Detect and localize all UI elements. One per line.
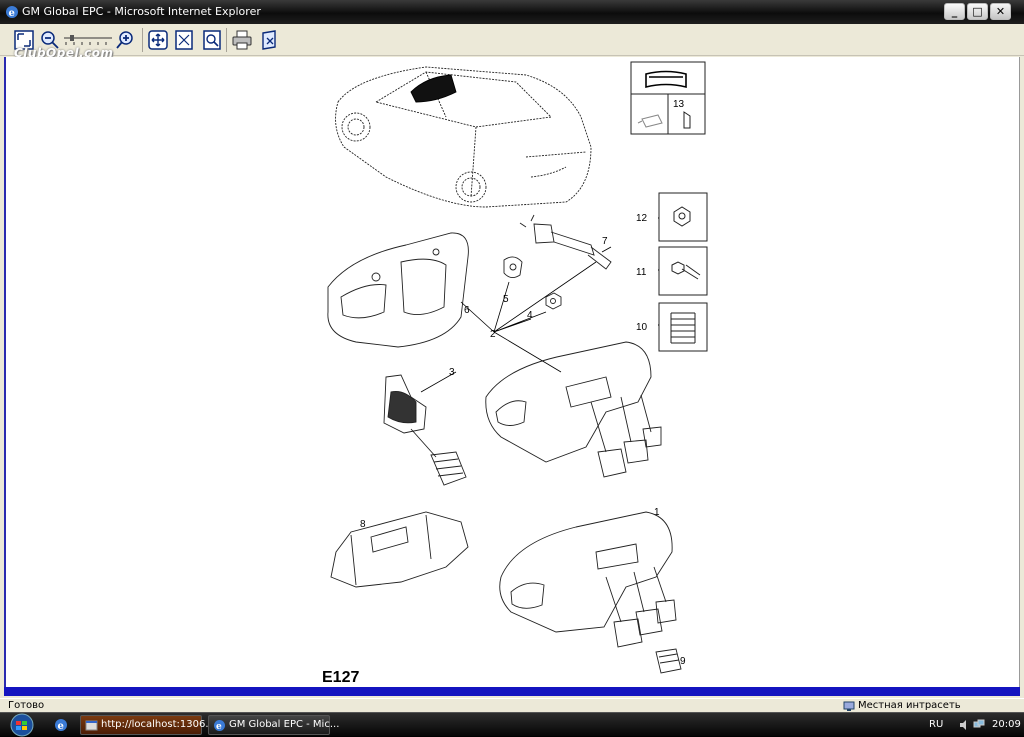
part-7-sensor <box>519 214 612 270</box>
zoom-out-icon[interactable] <box>38 28 62 52</box>
print-icon[interactable] <box>230 28 254 52</box>
callout-6: 6 <box>464 305 470 316</box>
page-divider <box>4 687 1020 696</box>
watermark: ClubOpel.com <box>14 46 114 60</box>
language-indicator[interactable]: RU <box>929 719 944 730</box>
taskbar-item-label: GM Global EPC - Mic... <box>229 719 340 730</box>
title-bar[interactable]: e GM Global EPC - Microsoft Internet Exp… <box>0 0 1024 24</box>
select-area-icon[interactable] <box>172 28 196 52</box>
toolbar-separator <box>142 28 143 52</box>
parts-diagram: 1 2 3 4 5 6 7 8 9 10 11 12 13 E127 <box>322 61 708 686</box>
part-10-box <box>658 302 708 352</box>
callout-10: 10 <box>636 322 648 333</box>
status-text: Готово <box>8 700 45 711</box>
taskbar: e http://localhost:1306... e GM Global E… <box>0 712 1024 737</box>
window-title: GM Global EPC - Microsoft Internet Explo… <box>22 5 261 18</box>
clock[interactable]: 20:09 <box>992 719 1021 730</box>
callout-5: 5 <box>503 294 509 305</box>
minimize-button[interactable]: _ <box>944 3 965 20</box>
browser-task-icon <box>85 720 98 731</box>
symbol-box <box>630 61 706 135</box>
callout-2: 2 <box>490 329 496 340</box>
part-6-panel <box>327 232 469 348</box>
taskbar-item-epc[interactable]: e GM Global EPC - Mic... <box>208 715 339 735</box>
taskbar-item-localhost[interactable]: http://localhost:1306... <box>80 715 215 735</box>
status-bar: Готово Местная интрасеть <box>0 698 1024 712</box>
part-4-nut <box>545 292 562 310</box>
ie-task-icon: e <box>214 720 225 732</box>
zoom-slider[interactable] <box>62 34 114 48</box>
part-1-pedal-assembly <box>499 511 677 648</box>
callout-1: 1 <box>654 507 660 518</box>
pan-icon[interactable] <box>146 28 170 52</box>
toolbar-separator <box>226 28 227 52</box>
browser-window: e GM Global EPC - Microsoft Internet Exp… <box>0 0 1024 712</box>
callouts: 1 2 3 4 5 6 7 8 9 10 11 12 13 <box>360 99 686 667</box>
close-button[interactable]: ✕ <box>990 3 1011 20</box>
callout-8: 8 <box>360 519 366 530</box>
part-3-accelerator <box>383 374 467 486</box>
maximize-button[interactable]: □ <box>967 3 988 20</box>
security-zone: Местная интрасеть <box>858 700 961 711</box>
start-button[interactable] <box>4 713 40 737</box>
network-icon[interactable] <box>973 719 985 731</box>
ie-icon: e <box>6 6 18 19</box>
part-12-box <box>658 192 708 242</box>
svg-text:e: e <box>216 722 222 732</box>
speaker-icon[interactable] <box>958 719 970 731</box>
callout-3: 3 <box>449 367 455 378</box>
part-2-pedal-assembly <box>485 341 662 478</box>
part-8-insulator <box>330 511 469 588</box>
fit-page-icon[interactable] <box>12 28 36 52</box>
document-view[interactable]: 1 2 3 4 5 6 7 8 9 10 11 12 13 E127 <box>4 57 1020 687</box>
callout-4: 4 <box>527 310 533 321</box>
intranet-zone-icon <box>843 701 855 711</box>
ie-quicklaunch-icon[interactable]: e <box>54 718 68 732</box>
part-9-pedal-pad <box>655 648 682 674</box>
viewer-toolbar <box>0 24 1024 56</box>
diagram-code: E127 <box>322 669 359 686</box>
zoom-area-icon[interactable] <box>200 28 224 52</box>
callout-7: 7 <box>602 236 608 247</box>
callout-13: 13 <box>673 99 685 110</box>
part-5-grommet <box>503 256 523 278</box>
taskbar-item-label: http://localhost:1306... <box>101 719 215 730</box>
system-tray: RU 20:09 <box>920 713 1024 737</box>
callout-11: 11 <box>636 267 647 278</box>
callout-12: 12 <box>636 213 648 224</box>
svg-text:e: e <box>9 8 15 19</box>
svg-text:e: e <box>58 721 64 732</box>
close-doc-icon[interactable] <box>258 28 282 52</box>
callout-9: 9 <box>680 656 686 667</box>
zoom-in-icon[interactable] <box>114 28 138 52</box>
car-illustration <box>335 66 592 208</box>
